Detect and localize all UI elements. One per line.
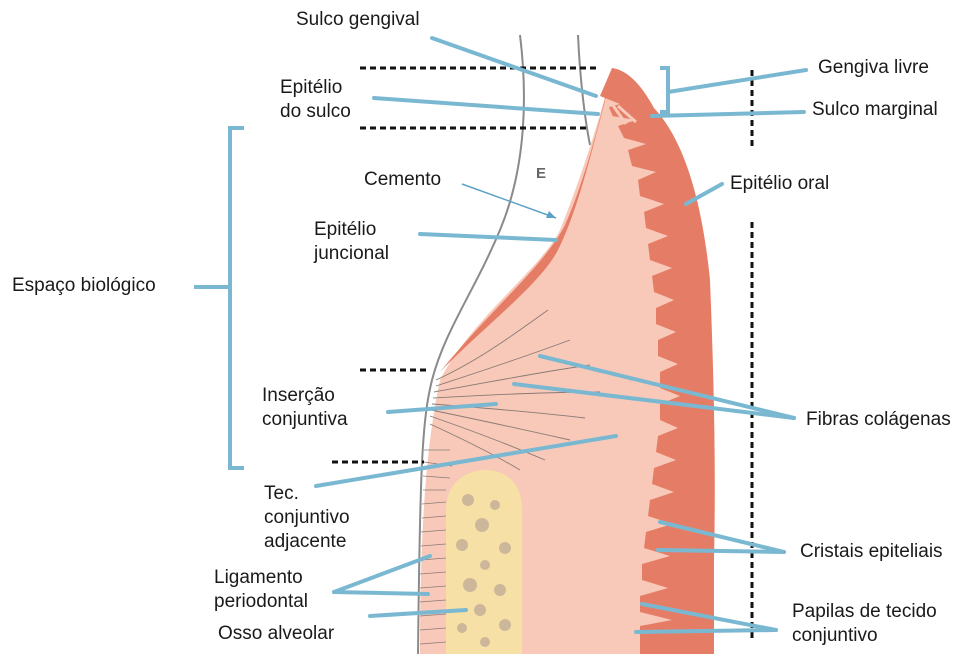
- leader-papilas-2: [636, 630, 776, 632]
- leader-epitelio-juncional: [420, 234, 556, 240]
- label-espaco-biologico: Espaço biológico: [12, 274, 156, 298]
- leader-cristais-2: [658, 550, 784, 552]
- label-sulco-marginal: Sulco marginal: [812, 98, 938, 122]
- free-gingiva-bracket: [660, 68, 668, 112]
- tooth-enamel-mark: E: [536, 162, 546, 186]
- label-papilas-de-tecido-conjuntivo: Papilas de tecido conjuntivo: [792, 600, 937, 648]
- label-gengiva-livre: Gengiva livre: [818, 56, 929, 80]
- leader-cemento: [462, 184, 556, 218]
- label-insercao-conjuntiva: Inserção conjuntiva: [262, 384, 348, 432]
- label-epitelio-juncional: Epitélio juncional: [314, 218, 389, 266]
- leader-epitelio-do-sulco: [374, 98, 598, 114]
- label-osso-alveolar: Osso alveolar: [218, 622, 334, 646]
- label-cristais-epiteliais: Cristais epiteliais: [800, 540, 943, 564]
- label-cemento: Cemento: [364, 168, 441, 192]
- label-epitelio-oral: Epitélio oral: [730, 172, 829, 196]
- label-fibras-colagenas: Fibras colágenas: [806, 408, 951, 432]
- cemento-arrowhead: [546, 211, 556, 218]
- label-tec-conjuntivo-adjacente: Tec. conjuntivo adjacente: [264, 482, 350, 554]
- leader-gengiva-livre: [668, 70, 806, 92]
- label-ligamento-periodontal: Ligamento periodontal: [214, 566, 308, 614]
- leader-ligamento-2: [334, 592, 428, 594]
- label-epitelio-do-sulco: Epitélio do sulco: [280, 76, 351, 124]
- leader-ligamento-1: [334, 556, 430, 592]
- biologic-width-bracket: [230, 128, 244, 468]
- leader-sulco-marginal: [652, 112, 804, 116]
- label-sulco-gengival: Sulco gengival: [296, 8, 420, 32]
